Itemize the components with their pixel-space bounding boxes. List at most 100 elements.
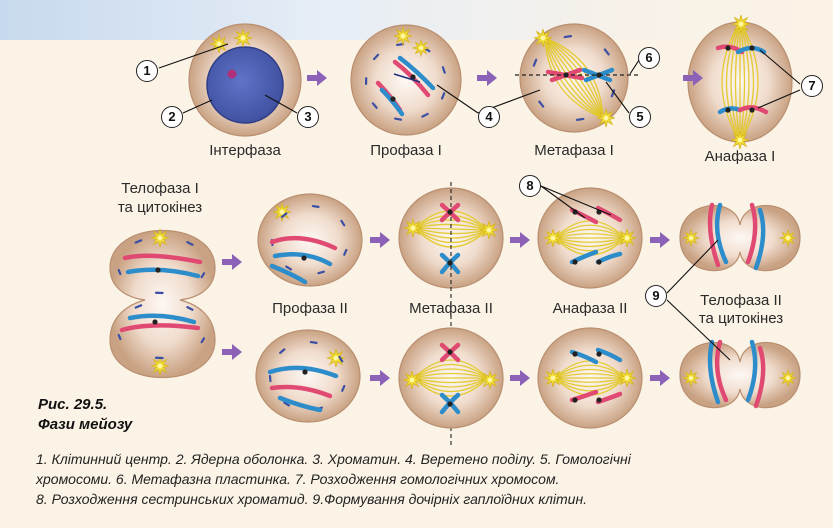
centromere xyxy=(390,96,396,102)
stage-label-telophase1-line1: Телофаза І xyxy=(121,180,199,197)
nuclear-envelope-fragment xyxy=(186,241,194,246)
nuclear-envelope-fragment xyxy=(285,265,293,271)
nuclear-envelope-fragment xyxy=(538,100,545,108)
chromosome-blue xyxy=(397,55,436,91)
centriole xyxy=(550,375,556,381)
centriole xyxy=(737,137,743,143)
centromere xyxy=(596,351,602,357)
spindle-fiber xyxy=(544,37,604,119)
spindle-fiber xyxy=(554,237,626,243)
nuclear-envelope-fragment xyxy=(117,333,122,341)
leader-line xyxy=(540,185,612,216)
stage-label-anaphase2: Анафаза ІІ xyxy=(552,300,628,317)
nuclear-envelope-fragment xyxy=(341,384,346,392)
nuclear-envelope-fragment xyxy=(575,117,585,121)
spindle-fiber xyxy=(739,21,759,143)
arrow-shape xyxy=(222,254,242,270)
stage-arrow xyxy=(370,232,390,248)
centriole xyxy=(540,35,546,41)
spindle-fiber xyxy=(739,21,755,143)
chromosome-blue xyxy=(272,252,333,267)
centriole xyxy=(410,225,416,231)
centromere xyxy=(572,397,578,403)
spindle-fiber xyxy=(414,227,488,239)
chromosome-red xyxy=(753,345,766,409)
centriole xyxy=(157,235,163,241)
arrow-shape xyxy=(370,232,390,248)
spindle-fiber xyxy=(544,37,604,119)
nuclear-envelope-fragment xyxy=(421,112,429,118)
spindle-fiber xyxy=(554,377,626,392)
spindle-fiber xyxy=(554,368,626,379)
centriole xyxy=(550,235,556,241)
centriole xyxy=(157,363,163,369)
centromere xyxy=(447,349,453,355)
nuclear-envelope-fragment xyxy=(279,348,286,354)
leader-line xyxy=(666,239,719,294)
spindle-fiber xyxy=(413,363,489,379)
chromosome-red xyxy=(707,202,721,268)
nuclear-envelope-fragment xyxy=(603,48,610,56)
nuclear-envelope-fragment xyxy=(134,304,143,309)
arrow-shape xyxy=(222,344,242,360)
nucleus xyxy=(206,46,284,124)
centromere xyxy=(155,267,161,273)
chromatin-thread xyxy=(393,73,421,83)
centromere xyxy=(572,259,578,265)
cell-telophase2-lower xyxy=(679,339,801,409)
cells-layer xyxy=(109,14,801,445)
spindle-fiber xyxy=(414,227,488,244)
centromere xyxy=(572,351,578,357)
nuclear-envelope-fragment xyxy=(186,306,194,311)
nuclear-envelope-fragment xyxy=(309,340,318,344)
stage-arrow xyxy=(650,232,670,248)
stage-label-anaphase1: Анафаза І xyxy=(704,148,776,165)
leader-line xyxy=(158,43,229,69)
cell-prophase2-upper xyxy=(257,193,363,287)
spindle-fiber xyxy=(554,237,626,252)
centromere xyxy=(725,45,731,51)
cell-membrane xyxy=(350,24,462,136)
arrow-shape xyxy=(307,70,327,86)
centromere xyxy=(572,209,578,215)
leader-line xyxy=(264,94,298,114)
legend-line-1: 1. Клітинний центр. 2. Ядерна оболонка. … xyxy=(36,451,631,467)
nuclear-envelope-fragment xyxy=(563,35,573,39)
centriole xyxy=(786,376,790,380)
nucleolus xyxy=(227,69,237,79)
callout-2: 2 xyxy=(161,106,183,128)
leader-line xyxy=(540,185,586,219)
nuclear-envelope-fragment xyxy=(200,337,206,344)
nuclear-envelope-fragment xyxy=(373,53,380,61)
centriole xyxy=(216,41,222,47)
centromere xyxy=(152,319,158,325)
stage-arrow xyxy=(510,232,530,248)
spindle-fiber xyxy=(413,377,489,388)
spindle-fiber xyxy=(730,21,741,143)
chromosome-blue xyxy=(125,267,201,279)
nuclear-envelope-fragment xyxy=(281,212,288,218)
nuclear-envelope-fragment xyxy=(440,92,446,100)
centromere xyxy=(596,259,602,265)
stage-label-interphase: Інтерфаза xyxy=(209,142,281,159)
chromosome-red xyxy=(745,202,758,265)
chromosome-blue xyxy=(753,207,766,271)
spindle-fiber xyxy=(734,21,741,143)
centromere xyxy=(410,74,416,80)
figure-legend: 1. Клітинний центр. 2. Ядерна оболонка. … xyxy=(36,449,826,509)
arrow-shape xyxy=(477,70,497,86)
nuclear-envelope-fragment xyxy=(610,89,616,98)
legend-line-2: хромосоми. 6. Метафазна пластинка. 7. Ро… xyxy=(36,471,560,487)
leader-line xyxy=(759,49,801,85)
centriole xyxy=(624,375,630,381)
stage-label-prophase1: Профаза І xyxy=(370,142,442,159)
centriole xyxy=(689,376,693,380)
centromere xyxy=(596,397,602,403)
chromosome-blue xyxy=(707,339,721,405)
nuclear-envelope-fragment xyxy=(371,102,378,109)
centromere xyxy=(447,209,453,215)
arrows-layer xyxy=(222,70,703,386)
centriole xyxy=(487,377,493,383)
figure-number: Рис. 29.5. xyxy=(38,396,108,413)
nuclear-envelope-fragment xyxy=(200,272,206,279)
